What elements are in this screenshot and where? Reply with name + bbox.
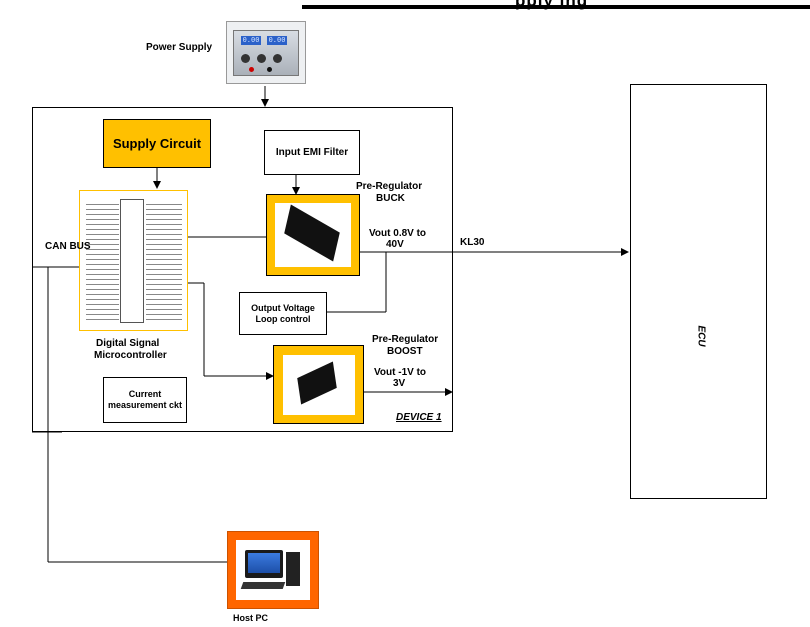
terminal-icon (267, 67, 272, 72)
kl30-label: KL30 (460, 237, 485, 248)
power-supply-label: Power Supply (146, 42, 213, 53)
chip-pinout-icon (120, 199, 144, 323)
current-measurement-line2: measurement ckt (107, 400, 183, 410)
ic-chip-icon (284, 204, 340, 262)
screen-icon (248, 553, 280, 573)
knob-icon (241, 54, 250, 63)
dsp-label-line1: Digital Signal (96, 338, 160, 349)
monitor-icon (245, 550, 283, 578)
device-1-label: DEVICE 1 (396, 412, 442, 423)
current-measurement-line1: Current (128, 389, 162, 399)
tower-icon (286, 552, 300, 586)
loop-control-line1: Output Voltage (251, 302, 315, 313)
power-supply-display-left: 0.00 (241, 36, 261, 45)
current-measurement-box: Current measurement ckt (103, 377, 187, 423)
terminal-icon (249, 67, 254, 72)
boost-title-line1: Pre-Regulator (372, 334, 439, 345)
dsp-label-line2: Microcontroller (94, 350, 167, 361)
ecu-box (630, 84, 767, 499)
emi-filter-label: Input EMI Filter (275, 147, 349, 158)
dsp-chip-box (79, 190, 188, 331)
loop-control-box: Output Voltage Loop control (239, 292, 327, 335)
knob-icon (273, 54, 282, 63)
buck-title-line2: BUCK (376, 193, 405, 204)
host-pc-box (227, 531, 319, 609)
supply-circuit-label: Supply Circuit (112, 136, 202, 151)
ic-chip-icon (297, 361, 337, 405)
buck-vout-line1: Vout 0.8V to (369, 228, 427, 239)
buck-regulator-box (266, 194, 360, 276)
boost-regulator-box (273, 345, 364, 424)
loop-control-line2: Loop control (255, 313, 311, 324)
chip-pins-left (86, 201, 119, 321)
boost-vout-line2: 3V (393, 378, 406, 389)
boost-title-line2: BOOST (387, 346, 423, 357)
header-bar (302, 5, 810, 9)
power-supply-image: 0.00 0.00 (226, 21, 306, 84)
boost-chip-image (283, 355, 355, 415)
host-pc-image (236, 540, 310, 600)
buck-title-line1: Pre-Regulator (356, 181, 423, 192)
buck-vout-line2: 40V (386, 239, 404, 250)
buck-chip-image (275, 203, 351, 267)
ecu-label: ECU (695, 325, 707, 347)
keyboard-icon (240, 582, 286, 589)
knob-icon (257, 54, 266, 63)
header-title-fragment: pply ing (515, 0, 589, 10)
host-pc-label: Host PC (233, 613, 269, 623)
can-bus-label: CAN BUS (45, 241, 91, 252)
power-supply-display-right: 0.00 (267, 36, 287, 45)
supply-circuit-box: Supply Circuit (103, 119, 211, 168)
power-supply-body (233, 30, 299, 76)
boost-vout-line1: Vout -1V to (374, 367, 427, 378)
device-1-frame (32, 107, 453, 432)
emi-filter-box: Input EMI Filter (264, 130, 360, 175)
chip-pins-right (146, 201, 182, 321)
